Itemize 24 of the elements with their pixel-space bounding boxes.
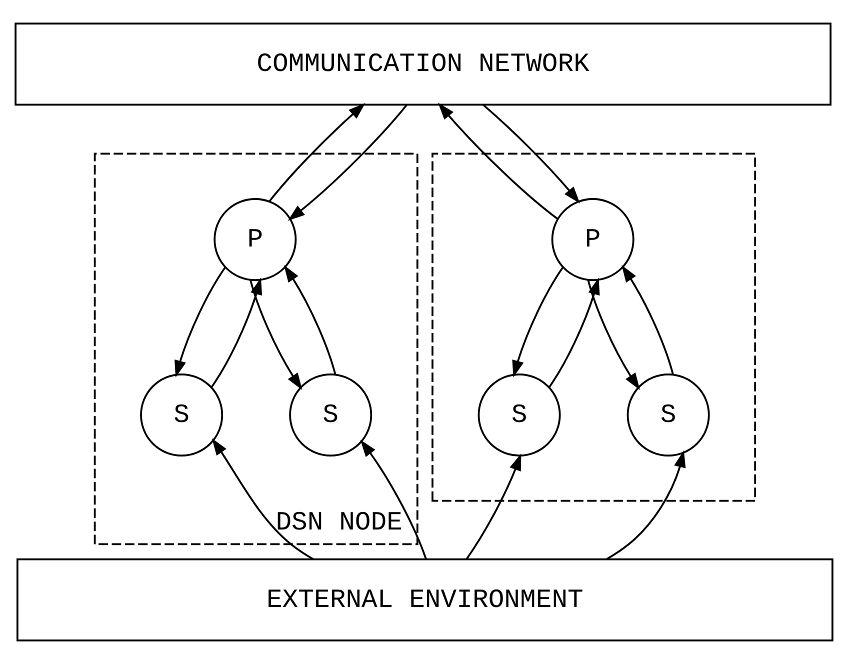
arrow bbox=[360, 439, 427, 559]
arrow bbox=[622, 264, 674, 374]
arrow bbox=[250, 280, 302, 390]
node-circle: P bbox=[214, 198, 297, 281]
arrow bbox=[466, 453, 522, 559]
arrow bbox=[548, 277, 600, 388]
arrow bbox=[288, 104, 408, 220]
arrow bbox=[438, 102, 558, 220]
cluster bbox=[432, 152, 756, 502]
node-box: COMMUNICATION NETWORK bbox=[14, 22, 832, 106]
arrow bbox=[210, 277, 262, 388]
node-box: EXTERNAL ENVIRONMENT bbox=[16, 558, 834, 641]
node-circle: S bbox=[289, 373, 372, 456]
arrow bbox=[482, 104, 580, 203]
arrow bbox=[587, 280, 640, 390]
arrow bbox=[268, 102, 366, 202]
node-circle: S bbox=[140, 373, 224, 456]
arrow bbox=[512, 266, 564, 377]
node-circle: S bbox=[478, 373, 561, 456]
node-circle: P bbox=[551, 198, 634, 281]
arrow bbox=[606, 450, 686, 560]
arrow bbox=[284, 264, 336, 374]
arrow bbox=[174, 266, 226, 377]
arrow bbox=[212, 438, 314, 560]
